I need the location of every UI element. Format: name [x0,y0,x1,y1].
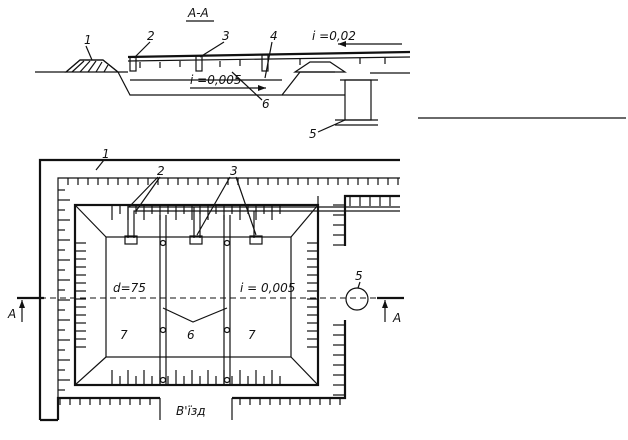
section-view: A-A [35,6,411,141]
entrance-gap [159,398,233,420]
callout-3-plan: 3 [230,164,238,178]
callout-3: 3 [222,29,230,43]
entrance-label: В'їзд [176,404,206,418]
pit-slope-corners [74,204,319,386]
embankment-left [64,59,120,73]
embankment-hatching [58,178,399,405]
section-title: A-A [187,6,209,20]
plan-view: A A d=75 i = 0,005 7 6 7 В'їзд 1 2 3 5 [7,147,404,422]
zone-label-7-right: 7 [248,328,256,342]
depth-label: d=75 [113,281,146,295]
callout-5-plan: 5 [355,269,363,283]
slope-label-top: i =0,02 [312,29,356,43]
callout-2-plan: 2 [157,164,165,178]
callout-4: 4 [270,29,278,43]
slope-label-plan: i = 0,005 [240,281,295,295]
plan-inner-boundary [57,177,400,398]
callout-6: 6 [262,97,270,111]
pit-outer [73,203,320,387]
pipes-3 [189,207,263,245]
slope-arrowhead-top [338,41,346,47]
pit-slope-hatching [75,205,318,385]
ground-hatching [139,58,386,68]
outlet-well-plan [345,287,369,311]
pipes-2 [124,206,400,245]
outlet-well [335,79,378,126]
plan-outer-boundary [38,158,400,420]
cut-marker-right: A [392,311,401,325]
drains-6 [159,215,231,385]
callout-1-plan: 1 [102,147,110,161]
zone-label-7-left: 7 [120,328,128,342]
embankment-right [293,61,347,73]
callout-2: 2 [147,29,155,43]
callout-1: 1 [84,33,92,47]
cut-marker-left: A [7,307,16,321]
slope-arrowhead-bottom [258,85,266,91]
pit-bottom [105,236,292,358]
slope-label-bottom: i =0,005 [190,73,242,87]
callout-5: 5 [309,127,317,141]
callout-6-plan: 6 [187,328,195,342]
